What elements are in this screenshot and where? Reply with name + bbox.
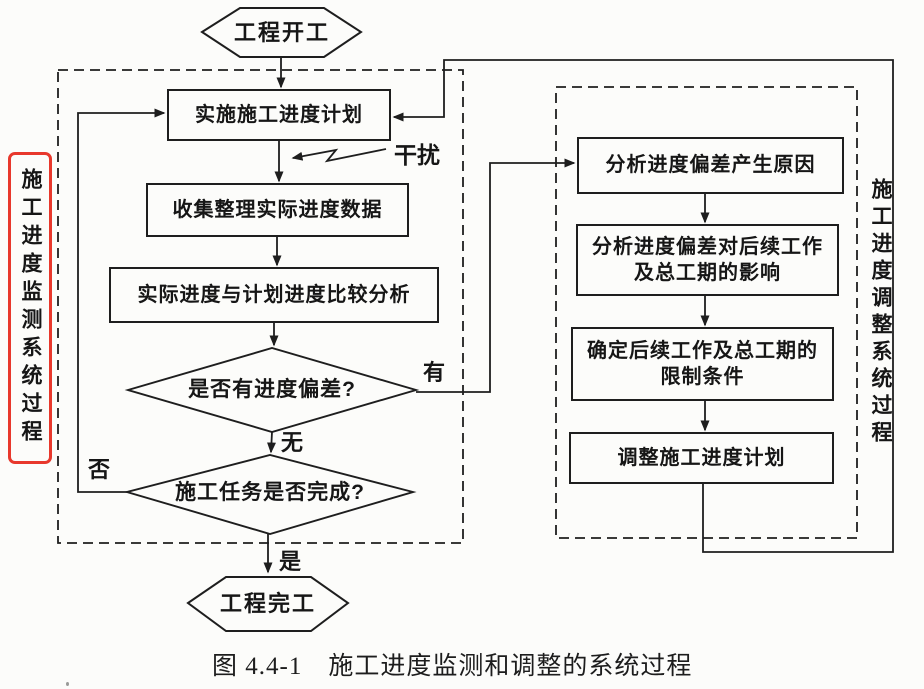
monitoring-side-label: 施工进度监测系统过程	[19, 168, 42, 448]
analyze-cause-label: 分析进度偏差产生原因	[605, 154, 816, 177]
adjustment-side-label: 施工进度调整系统过程	[869, 178, 892, 448]
deviation-decision-label: 是否有进度偏差?	[188, 378, 356, 402]
deviation-no-label: 无	[280, 430, 303, 456]
start-terminal-label: 工程开工	[233, 20, 330, 46]
implement-plan-label: 实施施工进度计划	[195, 103, 363, 126]
adjust-plan-box	[569, 432, 834, 484]
compare-progress-box	[109, 267, 439, 323]
finished-decision-label: 施工任务是否完成?	[175, 481, 365, 505]
not-finished-loop-path	[77, 108, 166, 493]
analyze-cause-box	[577, 137, 844, 194]
monitoring-system-dashed-border	[57, 69, 464, 544]
monitoring-side-label-highlight-box: 施工进度监测系统过程	[8, 152, 52, 464]
analyze-impact-label: 分析进度偏差对后续工作 及总工期的影响	[592, 235, 823, 284]
adjustment-system-dashed-border	[555, 86, 858, 539]
start-terminal-hexagon	[200, 7, 363, 58]
deviation-decision-diamond	[124, 347, 420, 433]
adjust-plan-label: 调整施工进度计划	[617, 446, 786, 469]
deviation-yes-label: 有	[422, 360, 445, 386]
disturbance-lightning-arrow	[291, 148, 387, 163]
collect-data-label: 收集整理实际进度数据	[172, 198, 383, 221]
figure-caption: 图 4.4-1 施工进度监测和调整的系统过程	[212, 653, 693, 680]
end-terminal-hexagon	[186, 576, 350, 632]
deviation-yes-path	[416, 158, 576, 393]
arrow-deviation-to-finished	[266, 431, 276, 454]
analyze-impact-box	[576, 224, 839, 296]
end-terminal-label: 工程完工	[219, 591, 316, 617]
determine-constraints-label: 确定后续工作及总工期的 限制条件	[587, 339, 818, 388]
task-finished-label: 是	[278, 549, 301, 575]
collect-data-box	[146, 183, 409, 237]
implement-plan-box	[167, 89, 391, 141]
task-not-finished-label: 否	[87, 457, 110, 483]
determine-constraints-box	[571, 327, 834, 401]
finished-decision-diamond	[123, 454, 417, 535]
scan-speck	[66, 682, 69, 686]
adjustment-side-label-wrap: 施工进度调整系统过程	[864, 174, 896, 452]
compare-progress-label: 实际进度与计划进度比较分析	[137, 283, 411, 306]
adjustment-feedback-path	[392, 59, 894, 553]
disturbance-label: 干扰	[394, 141, 440, 168]
